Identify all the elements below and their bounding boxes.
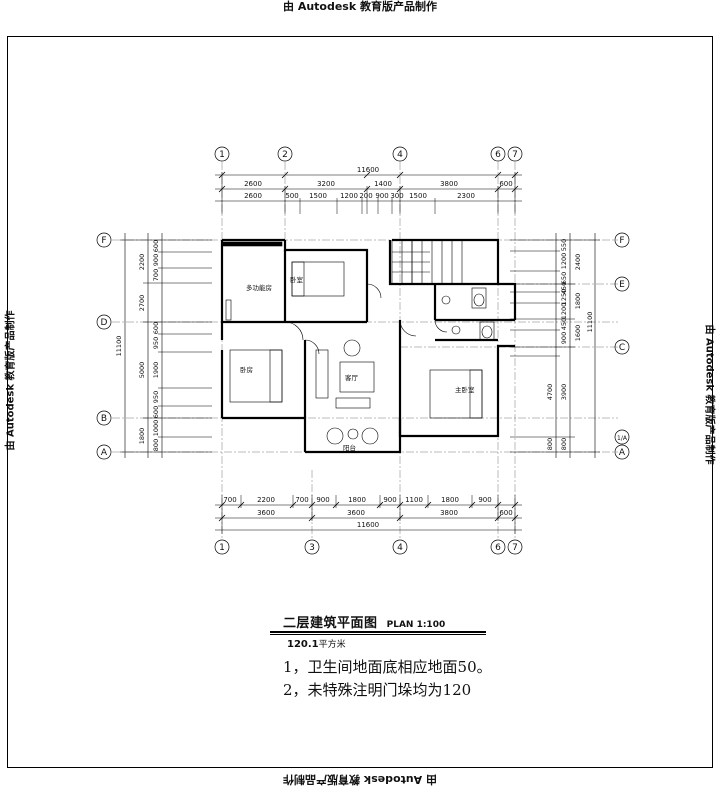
dim-right-r2-5: 1250 xyxy=(560,289,568,306)
dim-left-r2-8: 600 xyxy=(152,406,160,418)
axis-top-2: 2 xyxy=(282,150,288,160)
dim-bottom-r1-9: 900 xyxy=(478,496,491,504)
dim-bottom-r2-1: 3600 xyxy=(257,509,275,517)
dim-right-r2-9: 4700 xyxy=(546,384,554,401)
dim-bottom-r1-4: 900 xyxy=(316,496,329,504)
dim-left-r2-10: 800 xyxy=(152,439,160,451)
room-master: 主卧室 xyxy=(455,385,475,394)
axis-top-5: 7 xyxy=(512,150,518,160)
dim-bottom-r2-4: 600 xyxy=(499,509,512,517)
area-unit: 平方米 xyxy=(318,640,346,650)
title-underline-thick xyxy=(270,631,486,633)
dim-right-r2-1: 550 xyxy=(560,239,568,251)
dim-top-r2-3: 1500 xyxy=(309,192,327,200)
dim-bottom-r1-2: 2200 xyxy=(257,496,275,504)
dim-top-r1-4: 3800 xyxy=(440,180,458,188)
dim-right-r1-4: 3900 xyxy=(560,384,568,401)
dim-top-r2-1: 2600 xyxy=(244,192,262,200)
dim-top-r2-6: 900 xyxy=(375,192,388,200)
dim-left-r2-6: 1900 xyxy=(152,362,160,379)
axis-right-3: C xyxy=(619,343,625,353)
dim-left-r2-9: 1000 xyxy=(152,420,160,437)
room-living: 客厅 xyxy=(345,373,359,382)
dim-left-r2-4: 600 xyxy=(152,322,160,334)
axis-right-2: E xyxy=(619,280,625,290)
axis-left-2: D xyxy=(101,318,108,328)
room-bedroom-nw: 卧室 xyxy=(290,275,304,284)
dim-top-r2-2: 500 xyxy=(285,192,298,200)
note-1: 1，卫生间地面底相应地面50。 xyxy=(283,658,492,676)
dim-right-r2-10: 800 xyxy=(546,438,554,450)
axis-bottom-3: 4 xyxy=(397,543,403,553)
plan-title: 二层建筑平面图 xyxy=(283,616,378,631)
dim-right-r2-3: 650 xyxy=(560,272,568,284)
dim-bottom-r1-6: 900 xyxy=(383,496,396,504)
dim-right-r2-6: 1200 xyxy=(560,303,568,320)
axis-top-3: 4 xyxy=(397,150,403,160)
dim-top-r1-5: 600 xyxy=(499,180,512,188)
watermark-top: 由 Autodesk 教育版产品制作 xyxy=(282,0,437,13)
title-block: 二层建筑平面图 PLAN 1:100 xyxy=(283,612,445,631)
dim-right-r1-5: 800 xyxy=(560,438,568,450)
dim-right-total: 11100 xyxy=(586,312,594,333)
axis-top-1: 1 xyxy=(219,150,225,160)
drawing-frame xyxy=(7,36,713,768)
axis-left-3: B xyxy=(101,414,107,424)
dim-left-r1-4: 1800 xyxy=(138,428,146,445)
dim-bottom-r2-2: 3600 xyxy=(347,509,365,517)
dim-right-r1-2: 1800 xyxy=(574,293,582,310)
dim-left-r1-2: 2700 xyxy=(138,295,146,312)
axis-left-1: F xyxy=(101,236,106,246)
dim-top-r2-9: 2300 xyxy=(457,192,475,200)
dim-top-r1-1: 2600 xyxy=(244,180,262,188)
area-line: 120.1平方米 xyxy=(287,637,346,650)
dim-left-r2-7: 950 xyxy=(152,391,160,403)
axis-right-4: 1/A xyxy=(617,435,628,442)
dim-left-r2-5: 950 xyxy=(152,337,160,349)
axis-right-1: F xyxy=(619,236,624,246)
dim-top-r2-4: 1200 xyxy=(340,192,358,200)
dim-right-r2-8: 900 xyxy=(560,332,568,344)
dim-bottom-r1-8: 1800 xyxy=(441,496,459,504)
axis-right-5: A xyxy=(619,448,626,458)
axis-bottom-5: 7 xyxy=(512,543,518,553)
dim-top-r2-8: 1500 xyxy=(409,192,427,200)
axis-bottom-4: 6 xyxy=(495,543,501,553)
room-bedroom-w: 卧房 xyxy=(240,365,253,374)
dim-top-r2-7: 300 xyxy=(390,192,403,200)
note-2: 2，未特殊注明门垛均为120 xyxy=(283,681,472,699)
dim-bottom-r1-5: 1800 xyxy=(348,496,366,504)
dim-bottom-r2-3: 3800 xyxy=(440,509,458,517)
dim-right-r1-3: 1600 xyxy=(574,325,582,342)
area-value: 120.1 xyxy=(287,639,319,650)
dim-top-total: 11600 xyxy=(357,166,379,174)
dim-bottom-total: 11600 xyxy=(357,521,379,529)
room-balcony: 阳台 xyxy=(343,443,356,452)
dim-right-r1-1: 2400 xyxy=(574,254,582,271)
axis-bottom-2: 3 xyxy=(309,543,315,553)
dim-bottom-r1-3: 700 xyxy=(295,496,308,504)
dim-top-r1-2: 3200 xyxy=(317,180,335,188)
room-multi: 多功能房 xyxy=(246,283,272,292)
axis-top-4: 6 xyxy=(495,150,501,160)
dim-right-r2-2: 1200 xyxy=(560,253,568,270)
dim-left-r1-1: 2200 xyxy=(138,254,146,271)
dim-left-total: 11100 xyxy=(115,336,123,357)
dim-bottom-r1-7: 1100 xyxy=(405,496,423,504)
dim-top-r2-5: 200 xyxy=(359,192,372,200)
dim-left-r2-2: 900 xyxy=(152,254,160,266)
dim-left-r2-1: 600 xyxy=(152,240,160,252)
title-underline-thin xyxy=(270,634,486,635)
dim-left-r1-3: 5000 xyxy=(138,362,146,379)
dim-left-r2-3: 700 xyxy=(152,269,160,281)
dim-bottom-r1-1: 700 xyxy=(223,496,236,504)
axis-left-4: A xyxy=(101,448,108,458)
dim-right-r2-4: 450 xyxy=(560,282,568,294)
dim-right-r2-7: 450 xyxy=(560,318,568,330)
dim-top-r1-3: 1400 xyxy=(374,180,392,188)
plan-scale: PLAN 1:100 xyxy=(386,620,446,630)
axis-bottom-1: 1 xyxy=(219,543,225,553)
